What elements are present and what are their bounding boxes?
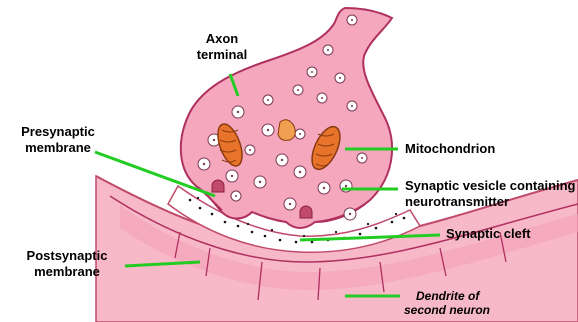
postsynaptic-label-line1: Postsynaptic bbox=[14, 248, 120, 264]
axon-terminal-label: Axon terminal bbox=[190, 31, 254, 63]
dendrite-label-line1: Dendrite of bbox=[404, 289, 490, 303]
postsynaptic-label-line2: membrane bbox=[14, 264, 120, 280]
postsynaptic-membrane-label: Postsynaptic membrane bbox=[14, 248, 120, 280]
vesicle-label-line1: Synaptic vesicle containing bbox=[405, 178, 576, 194]
vesicle-label-line2: neurotransmitter bbox=[405, 194, 576, 210]
synaptic-cleft-label: Synaptic cleft bbox=[446, 226, 531, 242]
dendrite-label-line2: second neuron bbox=[404, 303, 490, 317]
presynaptic-label-line2: membrane bbox=[10, 140, 106, 156]
presynaptic-label-line1: Presynaptic bbox=[10, 124, 106, 140]
axon-terminal-label-line2: terminal bbox=[190, 47, 254, 63]
presynaptic-membrane-label: Presynaptic membrane bbox=[10, 124, 106, 156]
synaptic-vesicle-label: Synaptic vesicle containing neurotransmi… bbox=[405, 178, 576, 210]
dendrite-label: Dendrite of second neuron bbox=[404, 289, 490, 317]
axon-terminal-label-line1: Axon bbox=[190, 31, 254, 47]
mitochondrion-label: Mitochondrion bbox=[405, 141, 495, 157]
